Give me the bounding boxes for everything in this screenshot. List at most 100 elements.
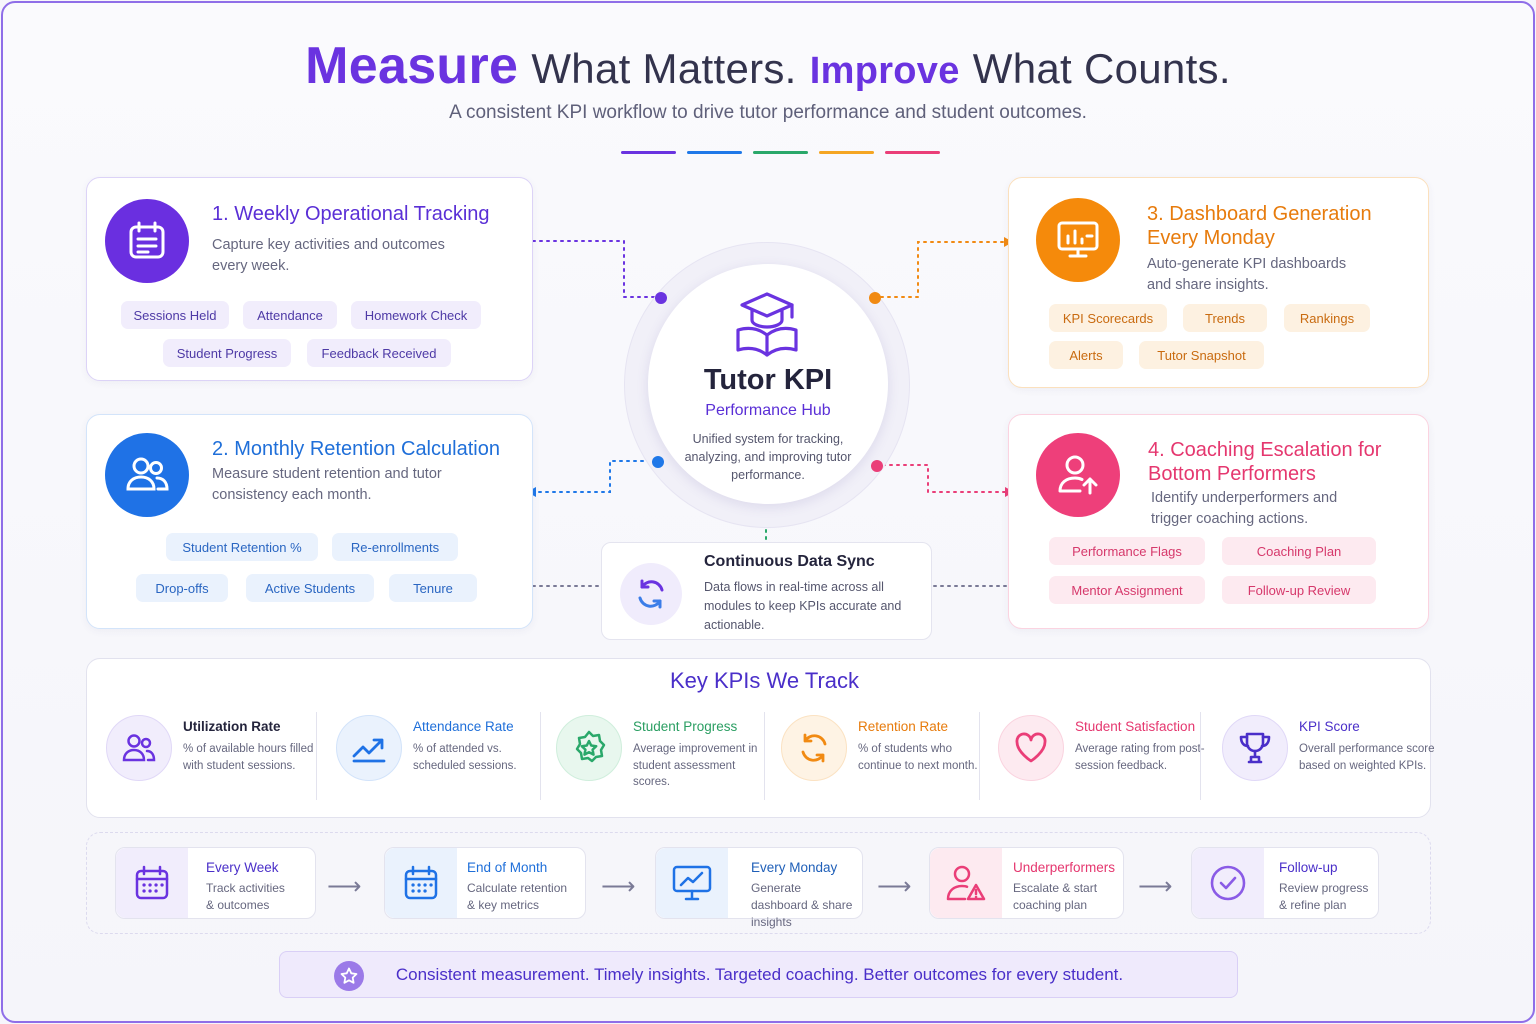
monthly-chip: Active Students: [246, 574, 374, 602]
star-badge-icon: [556, 715, 622, 781]
title-what-matters: What Matters.: [531, 45, 797, 92]
kpi-divider: [316, 712, 317, 800]
timeline-step-every-week: Every Week Track activities & outcomes: [115, 847, 316, 919]
hub-connector-dot: [869, 292, 881, 304]
monthly-chip: Tenure: [389, 574, 477, 602]
kpi-item-satisfaction: Student Satisfaction Average rating from…: [998, 715, 1218, 801]
step-description: Review progress & refine plan: [1279, 881, 1369, 912]
kpi-heading: Key KPIs We Track: [669, 668, 860, 693]
kpi-item-attendance: Attendance Rate % of attended vs. schedu…: [336, 715, 556, 801]
rule-orange: [819, 151, 874, 154]
dashboard-title-line1: 3. Dashboard Generation: [1147, 203, 1372, 225]
hub-connector-dot: [871, 460, 883, 472]
dashboard-description: Auto-generate KPI dashboards and share i…: [1147, 256, 1347, 293]
monthly-title: 2. Monthly Retention Calculation: [212, 438, 500, 460]
star-icon: [334, 961, 364, 991]
graduation-book-icon: [732, 290, 802, 363]
coaching-description: Identify underperformers and trigger coa…: [1151, 490, 1338, 527]
calendar-icon: [116, 848, 188, 918]
rule-purple: [621, 151, 676, 154]
weekly-chip: Attendance: [243, 301, 337, 329]
user-arrow-up-icon: [1036, 433, 1120, 517]
monthly-chip: Re-enrollments: [332, 533, 458, 561]
monthly-chip: Drop-offs: [136, 574, 228, 602]
coaching-escalation-card: 4. Coaching Escalation for Bottom Perfor…: [1008, 414, 1429, 629]
kpi-panel: [86, 658, 1431, 818]
step-description: Escalate & start coaching plan: [1013, 881, 1098, 912]
weekly-tracking-card: 1. Weekly Operational Tracking Capture k…: [86, 177, 533, 381]
hub-circle: [648, 264, 888, 504]
step-name: Follow-up: [1279, 860, 1338, 875]
hub-subtitle: Performance Hub: [705, 402, 831, 419]
timeline-step-follow-up: Follow-up Review progress & refine plan: [1191, 847, 1379, 919]
monitor-chart-icon: [656, 848, 728, 918]
coaching-title-line1: 4. Coaching Escalation for: [1148, 439, 1382, 461]
hub-description: Unified system for tracking, analyzing, …: [684, 432, 852, 482]
kpi-description: Average rating from post-session feedbac…: [1075, 743, 1205, 772]
kpi-description: % of attended vs. scheduled sessions.: [413, 743, 517, 772]
dashboard-chip: Tutor Snapshot: [1139, 341, 1264, 369]
kpi-description: % of students who continue to next month…: [858, 743, 978, 772]
rule-green: [753, 151, 808, 154]
step-name: Underperformers: [1013, 860, 1116, 875]
step-description: Generate dashboard & share insights: [751, 881, 853, 929]
calendar-list-icon: [105, 199, 189, 283]
kpi-description: Average improvement in student assessmen…: [633, 743, 758, 788]
kpi-name: Student Satisfaction: [1075, 719, 1196, 734]
hub-connector-dot: [655, 292, 667, 304]
title-measure: Measure: [305, 37, 519, 95]
step-name: Every Monday: [751, 860, 838, 875]
monitor-chart-icon: [1036, 198, 1120, 282]
color-rule: [621, 151, 940, 154]
trend-up-icon: [336, 715, 402, 781]
sync-title: Continuous Data Sync: [704, 553, 875, 570]
kpi-divider: [540, 712, 541, 800]
monthly-chip: Student Retention %: [166, 533, 318, 561]
dashboard-title-line2: Every Monday: [1147, 227, 1275, 249]
calendar-icon: [385, 848, 457, 918]
kpi-item-utilization: Utilization Rate % of available hours fi…: [106, 715, 326, 801]
arrow-right-icon: ⟶: [601, 873, 636, 900]
sync-icon: [620, 563, 682, 625]
data-sync-panel: Continuous Data Sync Data flows in real-…: [601, 542, 932, 640]
user-warning-icon: [930, 848, 1002, 918]
kpi-divider: [1200, 712, 1201, 800]
title-improve: Improve: [809, 50, 960, 92]
step-description: Calculate retention & key metrics: [467, 881, 568, 912]
weekly-chip: Feedback Received: [307, 339, 451, 367]
kpi-description: % of available hours filled with student…: [183, 743, 314, 772]
page-title: Measure What Matters. Improve What Count…: [0, 36, 1536, 96]
page-subtitle: A consistent KPI workflow to drive tutor…: [449, 102, 1087, 123]
timeline-step-end-of-month: End of Month Calculate retention & key m…: [384, 847, 586, 919]
monthly-retention-card: 2. Monthly Retention Calculation Measure…: [86, 414, 533, 629]
kpi-item-kpi-score: KPI Score Overall performance score base…: [1222, 715, 1442, 801]
rule-blue: [687, 151, 742, 154]
weekly-description: Capture key activities and outcomes ever…: [212, 237, 445, 274]
weekly-chip: Student Progress: [163, 339, 291, 367]
arrow-right-icon: ⟶: [327, 873, 362, 900]
kpi-divider: [764, 712, 765, 800]
step-name: Every Week: [206, 860, 279, 875]
users-icon: [105, 433, 189, 517]
workflow-timeline: [86, 832, 1431, 934]
kpi-name: Student Progress: [633, 719, 738, 734]
coaching-chip: Coaching Plan: [1222, 537, 1376, 565]
kpi-description: Overall performance score based on weigh…: [1299, 743, 1435, 772]
kpi-item-student-progress: Student Progress Average improvement in …: [556, 715, 776, 801]
sync-description: Data flows in real-time across all modul…: [704, 580, 902, 632]
arrow-right-icon: ⟶: [1138, 873, 1173, 900]
kpi-divider: [979, 712, 980, 800]
weekly-title: 1. Weekly Operational Tracking: [212, 203, 490, 225]
weekly-chip: Homework Check: [351, 301, 481, 329]
kpi-name: Attendance Rate: [413, 719, 514, 734]
hub-title: Tutor KPI: [703, 364, 833, 396]
rule-pink: [885, 151, 940, 154]
coaching-title-line2: Bottom Performers: [1148, 463, 1316, 485]
monthly-description: Measure student retention and tutor cons…: [212, 466, 442, 503]
coaching-chip: Mentor Assignment: [1049, 576, 1205, 604]
coaching-chip: Follow-up Review: [1222, 576, 1376, 604]
dashboard-generation-card: 3. Dashboard Generation Every Monday Aut…: [1008, 177, 1429, 388]
kpi-name: Retention Rate: [858, 719, 949, 734]
users-icon: [106, 715, 172, 781]
